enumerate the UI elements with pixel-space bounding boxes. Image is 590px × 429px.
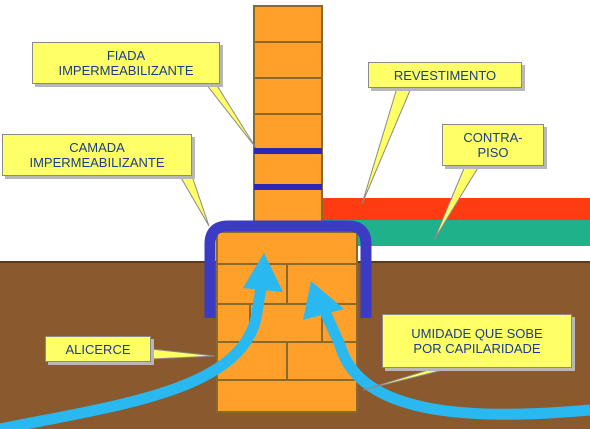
label-alicerce-line-1: ALICERCE [65, 341, 131, 357]
moisture-arrow-left-head [243, 253, 283, 292]
fiada-impermeabilizante-band [254, 148, 322, 154]
label-camada-line-1: CAMADA [69, 140, 125, 155]
label-contrapiso-line-1: CONTRA- [463, 130, 523, 145]
label-fiada-line-1: FIADA [106, 48, 146, 63]
camada-impermeabilizante-cap [204, 220, 372, 318]
label-camada-line-2: IMPERMEABILIZANTE [29, 155, 165, 170]
label-umidade-capilaridade: UMIDADE QUE SOBE POR CAPILARIDADE [382, 314, 572, 368]
label-fiada-line-2: IMPERMEABILIZANTE [58, 63, 194, 78]
label-contrapiso: CONTRA- PISO [442, 124, 544, 166]
label-camada-impermeabilizante: CAMADA IMPERMEABILIZANTE [2, 134, 192, 176]
moisture-arrow-right [315, 300, 590, 420]
revestimento-layer [322, 198, 590, 220]
leader-lines [150, 83, 480, 391]
label-alicerce: ALICERCE [45, 336, 151, 362]
moisture-arrow-right-head [303, 281, 344, 320]
label-contrapiso-line-2: PISO [477, 145, 509, 160]
label-umidade-line-1: UMIDADE QUE SOBE [411, 326, 543, 341]
label-umidade-line-2: POR CAPILARIDADE [413, 341, 541, 356]
label-fiada-impermeabilizante: FIADA IMPERMEABILIZANTE [32, 42, 220, 84]
fiada-impermeabilizante-band-lower [254, 184, 322, 190]
alicerce-block [216, 231, 358, 413]
moisture-arrow-left [0, 269, 270, 429]
label-revestimento-line-1: REVESTIMENTO [393, 67, 497, 83]
label-revestimento: REVESTIMENTO [368, 62, 522, 88]
brick-wall [253, 5, 323, 227]
